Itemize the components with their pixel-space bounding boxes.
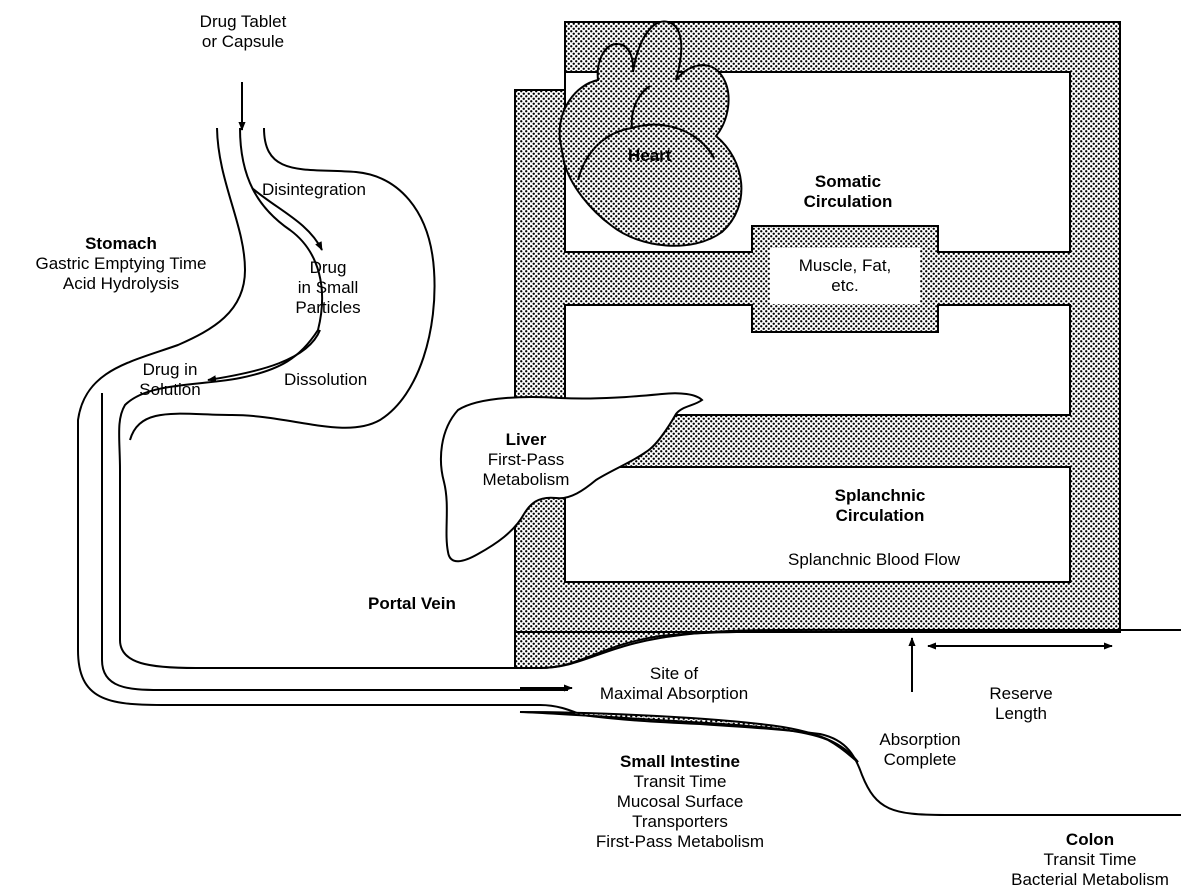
stomach-line-1: Gastric Emptying Time <box>35 254 207 273</box>
somatic-line-1: Somatic <box>814 172 882 191</box>
absorption-complete-label: Absorption Complete <box>866 728 974 772</box>
colon-title: Colon <box>1065 830 1115 849</box>
particles-line-2: in Small <box>297 278 359 297</box>
heart-detail <box>577 85 715 181</box>
reserve-label: Reserve Length <box>966 684 1076 724</box>
liver-line-1: First-Pass <box>487 450 565 469</box>
stomach-outer <box>77 127 1181 816</box>
small-intestine-line-4: First-Pass Metabolism <box>595 832 765 851</box>
heart-label: Heart <box>628 146 671 166</box>
arrow-dissolution <box>207 329 321 383</box>
stomach-line-2: Acid Hydrolysis <box>62 274 180 293</box>
heart-title: Heart <box>628 146 672 165</box>
heart-shape <box>558 20 743 247</box>
liver-title: Liver <box>505 430 547 449</box>
particles-line-3: Particles <box>295 298 361 317</box>
muscle-line-1: Muscle, Fat, <box>798 256 892 275</box>
absorption-site-line-2: Maximal Absorption <box>599 684 749 703</box>
stomach-greater-curve <box>129 127 436 441</box>
splanchnic-line-2: Circulation <box>835 506 925 525</box>
intestine-wedge-lower <box>519 711 859 763</box>
arrow-disintegration <box>251 187 323 251</box>
stomach-inner <box>118 127 1181 669</box>
muscle-box <box>770 248 920 304</box>
particles-line-1: Drug <box>309 258 347 277</box>
tablet-label: Drug Tablet or Capsule <box>178 12 308 52</box>
absorption-site-label: Site of Maximal Absorption <box>574 664 774 704</box>
solution-line-1: Drug in <box>142 360 198 379</box>
portal-vein-title: Portal Vein <box>368 594 456 613</box>
muscle-label: Muscle, Fat, etc. <box>770 256 920 296</box>
liver-line-2: Metabolism <box>482 470 570 489</box>
absorption-complete-line-1: Absorption <box>879 730 961 749</box>
somatic-line-2: Circulation <box>803 192 893 211</box>
portal-vein-wedge <box>514 630 881 669</box>
particles-label: Drug in Small Particles <box>278 258 378 318</box>
small-intestine-label: Small Intestine Transit Time Mucosal Sur… <box>560 752 800 852</box>
absorption-site-line-1: Site of <box>649 664 699 683</box>
solution-line-2: Solution <box>139 380 201 399</box>
colon-line-1: Transit Time <box>1043 850 1137 869</box>
portal-vein-label: Portal Vein <box>368 594 456 614</box>
tablet-line-1: Drug Tablet <box>199 12 287 31</box>
splanchnic-label: Splanchnic Circulation <box>800 486 960 526</box>
disintegration-label: Disintegration <box>262 180 366 199</box>
reserve-line-2: Length <box>995 704 1047 723</box>
small-intestine-title: Small Intestine <box>620 752 740 771</box>
splanchnic-line-1: Splanchnic <box>834 486 926 505</box>
somatic-label: Somatic Circulation <box>778 172 918 212</box>
muscle-line-2: etc. <box>831 276 859 295</box>
stomach-middle <box>101 393 568 691</box>
stomach-title: Stomach <box>85 234 157 253</box>
reserve-line-1: Reserve <box>989 684 1053 703</box>
small-intestine-line-2: Mucosal Surface <box>616 792 744 811</box>
colon-line-2: Bacterial Metabolism <box>1011 870 1169 889</box>
stomach-label: Stomach Gastric Emptying Time Acid Hydro… <box>6 234 236 294</box>
absorption-complete-line-2: Complete <box>883 750 957 769</box>
small-intestine-line-1: Transit Time <box>633 772 727 791</box>
colon-label: Colon Transit Time Bacterial Metabolism <box>1000 830 1180 890</box>
solution-label: Drug in Solution <box>124 360 216 400</box>
circulation-frame <box>514 21 1121 633</box>
tablet-line-2: or Capsule <box>201 32 285 51</box>
dissolution-label: Dissolution <box>284 370 368 389</box>
splanchnic-flow-label: Splanchnic Blood Flow <box>788 550 960 569</box>
small-intestine-line-3: Transporters <box>632 812 728 831</box>
liver-label: Liver First-Pass Metabolism <box>446 430 606 490</box>
liver-shape <box>439 392 704 563</box>
